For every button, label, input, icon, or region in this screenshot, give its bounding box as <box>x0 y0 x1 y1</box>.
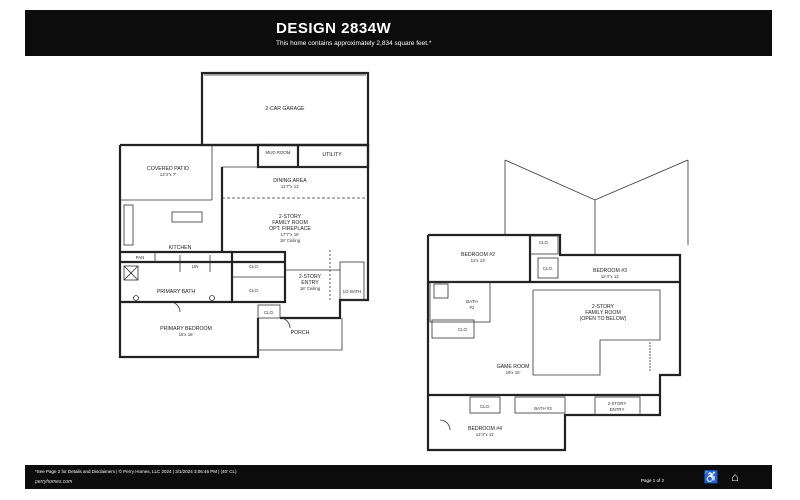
garage-label: 2-CAR GARAGE <box>265 106 305 112</box>
bedroom4-label: BEDROOM #4 <box>468 426 502 432</box>
open-to-below <box>532 289 661 376</box>
dining-dim: 11'7"x 11' <box>281 184 299 189</box>
bath3-walls <box>514 396 566 414</box>
roof-line-top <box>504 159 689 201</box>
first-floor-plan <box>118 71 370 359</box>
half-bath-label: 1/2 BATH <box>343 289 362 294</box>
family-label-1: 2-STORY <box>279 214 302 220</box>
plan-subtitle: This home contains approximately 2,834 s… <box>276 40 432 47</box>
family-open-label-2: FAMILY ROOM <box>585 310 621 316</box>
bedroom3-dim: 12'4"x 11' <box>601 274 620 279</box>
clo-b3 <box>537 257 559 279</box>
porch-outline <box>257 318 343 351</box>
clo-label-3: CLO. <box>264 310 274 315</box>
door-arc-3 <box>439 419 451 431</box>
clo-b2-label: CLO. <box>539 240 549 245</box>
header-bar: DESIGN 2834W This home contains approxim… <box>25 10 772 56</box>
bath3-label: BATH #3 <box>534 406 552 411</box>
lin-label: LIN <box>192 264 199 269</box>
bedroom2-dim: 12'x 13' <box>471 258 486 263</box>
entry-label-2: ENTRY <box>301 280 319 286</box>
bath2-tub <box>433 283 449 299</box>
equal-housing-icon: ⌂ <box>731 470 739 484</box>
page-number: Page 1 of 2 <box>641 478 665 483</box>
bath2-walls <box>429 281 491 323</box>
game-room-dim: 19'x 16' <box>506 370 521 375</box>
clo-b4-label: CLO. <box>480 404 490 409</box>
entry-ceiling: 18' Ceiling <box>300 286 321 291</box>
bath2-label-2: #2 <box>470 305 475 310</box>
family-label-3: OPT. FIREPLACE <box>269 226 311 232</box>
primary-bedroom-label: PRIMARY BEDROOM <box>160 326 212 332</box>
family-label-2: FAMILY ROOM <box>272 220 308 226</box>
entry-open-label-1: 2-STORY <box>608 401 627 406</box>
bedroom3-label: BEDROOM #3 <box>593 268 627 274</box>
kitchen-label: KITCHEN <box>169 245 192 251</box>
mud-room-label: MUD ROOM <box>266 150 291 155</box>
bath-shower-x2 <box>123 265 139 281</box>
family-dim: 17'7"x 16' <box>281 232 300 237</box>
dining-label: DINING AREA <box>273 178 307 184</box>
footer-brand: perryhomes.com <box>35 479 73 485</box>
kitchen-island <box>171 211 203 223</box>
mud-utility-walls <box>256 143 370 169</box>
plan-title: DESIGN 2834W <box>276 20 392 37</box>
clo-label-2: CLO. <box>249 288 259 293</box>
clo-b3-label: CLO. <box>543 266 553 271</box>
door-arc-1 <box>169 301 181 313</box>
half-bath-walls <box>339 261 365 301</box>
bath2-label-1: BATH <box>466 299 477 304</box>
bedroom4-dim: 12'4"x 11' <box>476 432 495 437</box>
clo-b2 <box>529 235 559 255</box>
clo-bath2-label: CLO. <box>458 327 468 332</box>
covered-patio-dim: 12'4"x 7' <box>160 172 177 177</box>
footer-disclaimer: *See Page 2 for Details and Disclaimers … <box>35 469 237 474</box>
kitchen-counter <box>123 204 134 246</box>
clo-bath2 <box>431 319 475 339</box>
clo-b4 <box>469 396 501 414</box>
covered-patio-label: COVERED PATIO <box>147 166 189 172</box>
bath-shower <box>123 265 139 281</box>
footer-bar: *See Page 2 for Details and Disclaimers … <box>25 465 772 489</box>
entry-open-label-2: ENTRY <box>610 407 625 412</box>
primary-bedroom-dim: 15'x 16' <box>179 332 194 337</box>
family-ceiling: 18' Ceiling <box>280 238 301 243</box>
bedroom2-label: BEDROOM #2 <box>461 252 495 258</box>
upper-walls-left <box>426 235 640 452</box>
entry-closet <box>257 304 281 319</box>
family-open-label-1: 2-STORY <box>592 304 615 310</box>
upper-walls-right <box>428 233 682 417</box>
porch-label: PORCH <box>291 330 310 336</box>
door-arc-2 <box>279 317 291 329</box>
family-open-label-3: (OPEN TO BELOW) <box>580 316 627 322</box>
sink-left <box>133 295 139 301</box>
entry-open-walls <box>594 396 641 416</box>
accessibility-icon: ♿ <box>703 470 719 484</box>
second-floor-plan <box>426 159 689 452</box>
primary-bath-label: PRIMARY BATH <box>157 289 196 295</box>
utility-label: UTILITY <box>322 152 342 158</box>
clo-label-1: CLO. <box>249 264 259 269</box>
pan-label: PAN <box>136 255 145 260</box>
sink-right <box>209 295 215 301</box>
game-room-label: GAME ROOM <box>497 364 530 370</box>
entry-label-1: 2-STORY <box>299 274 322 280</box>
